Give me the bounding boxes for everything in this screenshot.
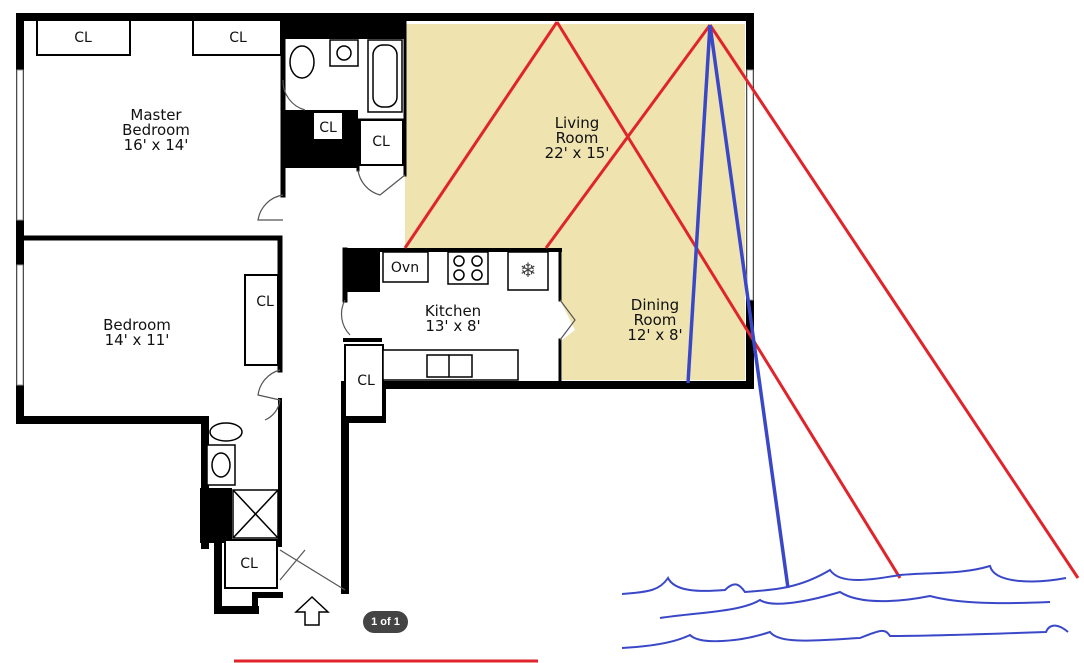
- bedroom-size: 14' x 11': [105, 331, 170, 349]
- kitchen-size: 13' x 8': [425, 317, 480, 335]
- red-sightlines: [234, 21, 1080, 663]
- dining-room-name: Dining: [631, 296, 679, 314]
- closet-label: CL: [372, 134, 390, 150]
- bathroom-fixtures: [206, 39, 403, 539]
- closet-label: CL: [74, 30, 92, 46]
- closet-label: CL: [240, 556, 258, 572]
- dining-room-name: Room: [634, 311, 677, 329]
- bedroom-name: Bedroom: [103, 316, 171, 334]
- living-room-size: 22' x 15': [545, 144, 610, 162]
- living-dining-highlight: [405, 24, 745, 380]
- closet-label: CL: [229, 30, 247, 46]
- blue-sightlines: [686, 24, 790, 589]
- water-waves: [621, 564, 1069, 649]
- dining-room-size: 12' x 8': [627, 326, 682, 344]
- kitchen-fixtures: ❄: [382, 251, 549, 381]
- closet-label: CL: [319, 120, 337, 136]
- closet-label: CL: [256, 294, 274, 310]
- wall-block: [345, 250, 380, 292]
- kitchen-name: Kitchen: [425, 302, 481, 320]
- master-bedroom-name: Master: [130, 106, 182, 124]
- closet-label: CL: [357, 373, 375, 389]
- wall-block: [283, 17, 405, 39]
- closets: [36, 19, 404, 589]
- windows: [16, 69, 754, 386]
- living-room-name: Living: [555, 114, 600, 132]
- master-bedroom-name: Bedroom: [122, 121, 190, 139]
- svg-text:❄: ❄: [520, 258, 537, 282]
- entrance-arrow-icon: [294, 595, 330, 626]
- master-bedroom-size: 16' x 14': [124, 136, 189, 154]
- doors: [257, 79, 576, 591]
- page-indicator-badge: 1 of 1: [363, 611, 408, 633]
- living-room-name: Room: [556, 129, 599, 147]
- oven-label: Ovn: [391, 260, 419, 276]
- wall-block: [200, 488, 232, 543]
